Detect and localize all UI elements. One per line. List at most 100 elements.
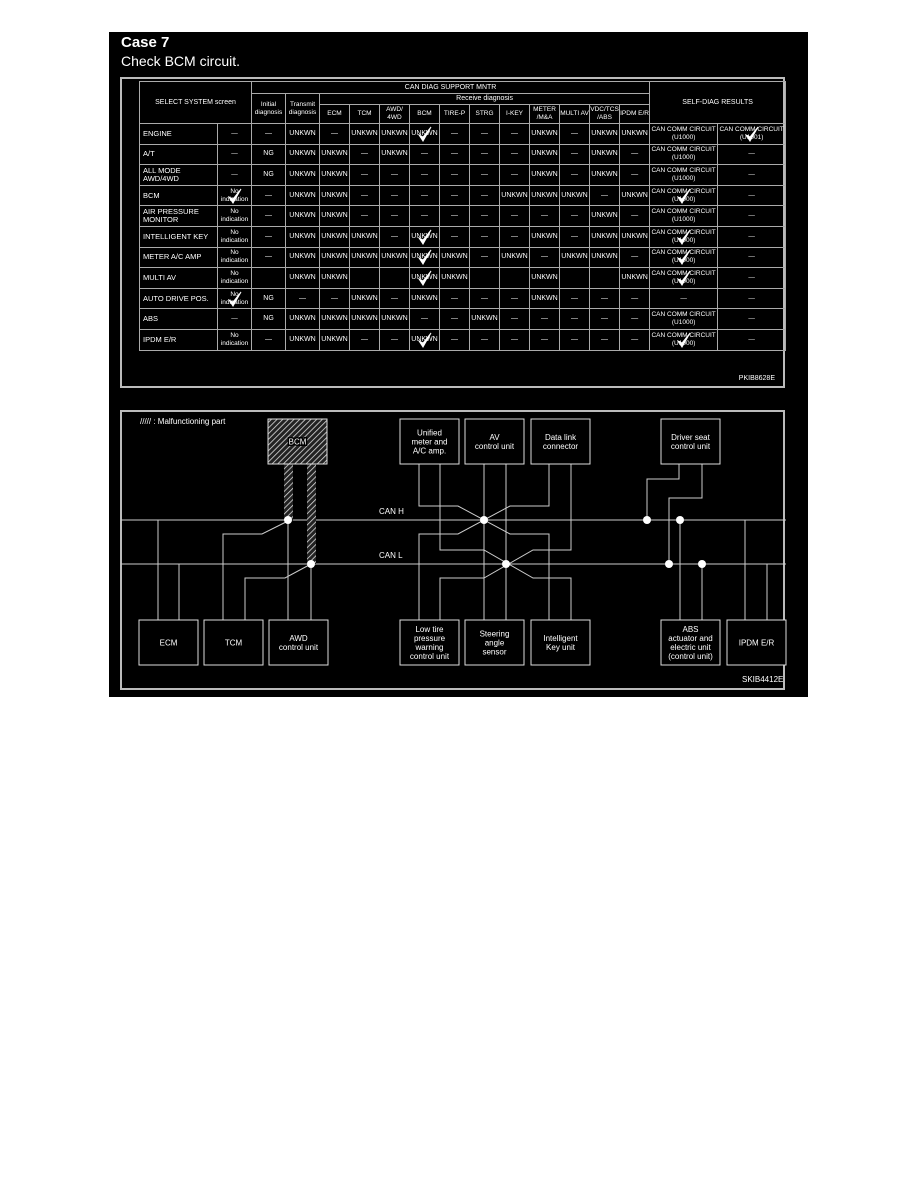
unit-label: Data link [545,433,577,442]
cell-value: UNKWN [621,273,648,281]
cell-value: — [571,212,579,220]
unit-label: Key unit [546,643,576,652]
unit-label: actuator and [668,634,712,643]
table-cell: — [469,123,501,145]
table-cell: UNKWN [409,123,441,145]
table-cell: CAN COMM CIRCUIT (U1000) [649,184,719,207]
table-cell: — [439,123,471,145]
table-cell [499,267,531,289]
cell-value: — [481,191,489,199]
cell-value: UNKWN [289,150,316,158]
table-cell: UNKWN [319,184,351,207]
system-name: MULTI AV [139,267,218,289]
table-figure-code: PKIB8628E [738,375,775,382]
cell-value: UNKWN [531,129,558,137]
cell-value: UNKWN [289,232,316,240]
system-name: AUTO DRIVE POS. [139,287,218,310]
cell-value: UNKWN [289,253,316,261]
table-cell: — [619,205,651,227]
cell-value: — [571,335,579,343]
table-cell: UNKWN [379,143,411,166]
cell-value: CAN COMM CIRCUIT (U1000) [651,269,716,285]
cell-value: UNKWN [321,273,348,281]
table-cell: UNKWN [559,246,591,269]
table-cell: UNKWN [285,328,321,351]
table-cell: — [216,143,253,166]
table-cell: — [529,328,561,351]
system-name: BCM [139,184,218,207]
case-subtitle: Check BCM circuit. [121,53,241,69]
cell-value: — [631,335,639,343]
table-cell: UNKWN [529,143,561,166]
cell-value: — [631,212,639,220]
cell-value: UNKWN [411,294,438,302]
cell-value: — [451,129,459,137]
cell-value: — [748,212,755,220]
cell-value: CAN COMM CIRCUIT (U1000) [651,249,716,265]
cell-value: — [748,232,755,240]
table-cell: CAN COMM CIRCUIT (U1000) [649,143,719,166]
cell-value: UNKWN [321,232,348,240]
can-l-label: CAN L [379,551,403,560]
cell-value: CAN COMM CIRCUIT (U1001) [719,125,784,141]
unit-label: meter and [411,438,447,447]
cell-value: UNKWN [289,315,316,323]
cell-value: — [451,232,459,240]
table-cell: — [379,184,411,207]
table-cell: UNKWN [319,328,351,351]
table-cell: — [251,184,287,207]
unit-label: Unified [417,429,442,438]
system-name: AIR PRESSURE MONITOR [139,205,218,227]
cell-value: — [481,212,489,220]
system-name: INTELLIGENT KEY [139,225,218,248]
table-cell: — [439,328,471,351]
table-cell: — [216,308,253,330]
table-cell: — [349,143,381,166]
unit-label: sensor [482,648,506,657]
table-cell: — [409,143,441,166]
table-cell: — [619,287,651,310]
table-cell: CAN COMM CIRCUIT (U1000) [649,123,719,145]
junction-dots [284,516,706,568]
table-cell: CAN COMM CIRCUIT (U1000) [649,225,719,248]
cell-value: NG [263,170,274,178]
cell-value: — [265,212,273,220]
header-can-diag: CAN DIAG SUPPORT MNTR [251,81,651,94]
cell-value: CAN COMM CIRCUIT (U1000) [651,166,716,182]
cell-value: — [541,212,549,220]
table-cell: — [529,246,561,269]
cell-value: No indication [220,290,249,306]
table-cell: — [409,308,441,330]
table-cell: UNKWN [285,225,321,248]
cell-value: — [421,191,429,199]
table-cell: — [216,164,253,186]
cell-value: — [680,294,687,302]
table-cell: UNKWN [409,246,441,269]
table-cell: No indication [216,246,253,269]
cell-value: — [481,129,489,137]
table-cell: — [379,205,411,227]
cell-value: UNKWN [321,315,348,323]
unit-ecm: ECM [138,619,199,666]
cell-value: — [265,335,273,343]
table-cell: UNKWN [589,205,621,227]
unit-label: TCM [225,639,243,648]
cell-value: UNKWN [289,170,316,178]
cell-value: — [391,335,399,343]
table-cell: — [717,308,787,330]
table-cell: NG [251,287,287,310]
cell-value: — [265,129,273,137]
table-cell: — [439,308,471,330]
cell-value: UNKWN [591,150,618,158]
table-cell: — [559,123,591,145]
table-cell: UNKWN [285,123,321,145]
table-cell: No indication [216,287,253,310]
table-cell: UNKWN [285,267,321,289]
